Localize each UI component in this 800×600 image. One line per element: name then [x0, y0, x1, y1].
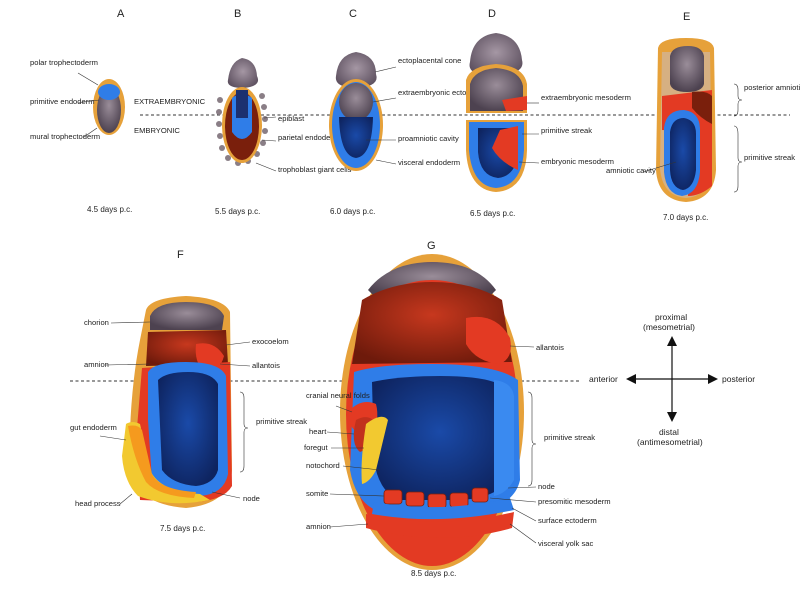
c-label-proamniotic-cavity: proamniotic cavity: [398, 134, 459, 143]
f-label-amnion: amnion: [84, 360, 109, 369]
g-label-foregut: foregut: [304, 443, 329, 452]
g-surface-ectoderm: [372, 498, 514, 520]
c-caption: 6.0 days p.c.: [330, 207, 375, 216]
panel-a: A polar trophectoderm primitive endoderm…: [30, 8, 132, 214]
compass-proximal: proximal: [655, 312, 687, 322]
panel-letter-c: C: [349, 8, 357, 20]
b-label-epiblast: epiblast: [278, 114, 305, 123]
g-label-visceral-yolk-sac: visceral yolk sac: [538, 539, 593, 548]
c-extraembryonic-ectoderm: [339, 83, 373, 121]
e-extraembryonic-ectoderm: [670, 46, 704, 92]
compass-posterior: posterior: [722, 374, 755, 384]
a-label-primitive-endoderm: primitive endoderm: [30, 97, 95, 106]
f-label-allantois: allantois: [252, 361, 280, 370]
g-label-primitive-streak: primitive streak: [544, 433, 595, 442]
compass-proximal-sub: (mesometrial): [643, 322, 695, 332]
g-embryo-body: [372, 376, 508, 500]
f-embryonic-ectoderm: [158, 372, 218, 486]
panel-letter-e: E: [683, 11, 690, 23]
panel-letter-b: B: [234, 8, 241, 20]
f-chorion: [150, 302, 224, 330]
arrow-right-icon: [708, 374, 718, 384]
b-caption: 5.5 days p.c.: [215, 207, 260, 216]
f-label-node: node: [243, 494, 260, 503]
panel-letter-d: D: [488, 8, 496, 20]
e-label-posterior-amniotic-fold: posterior amniotic fold: [744, 83, 800, 92]
g-label-amnion: amnion: [306, 522, 331, 531]
panel-c: C ectoplacental cone extraembryonic ecto…: [329, 8, 484, 216]
panel-e: E posterior amniotic fold primitive stre…: [606, 11, 800, 222]
g-posterior-streak: [494, 380, 514, 496]
c-label-visceral-endoderm: visceral endoderm: [398, 158, 460, 167]
f-label-gut-endoderm: gut endoderm: [70, 423, 117, 432]
panel-g: G allantois cranial neural folds heart f…: [304, 240, 611, 578]
g-label-heart: heart: [309, 427, 327, 436]
e-caption: 7.0 days p.c.: [663, 213, 708, 222]
g-visceral-yolk-sac: [366, 512, 514, 538]
g-label-surface-ectoderm: surface ectoderm: [538, 516, 597, 525]
arrow-down-icon: [667, 412, 677, 422]
b-ectoplacental-cone: [227, 58, 259, 88]
c-epiblast: [339, 117, 373, 158]
c-label-ectoplacental-cone: ectoplacental cone: [398, 56, 461, 65]
e-label-amniotic-cavity: amniotic cavity: [606, 166, 656, 175]
compass-distal: distal: [659, 427, 679, 437]
f-label-chorion: chorion: [84, 318, 109, 327]
g-label-notochord: notochord: [306, 461, 340, 470]
d-ectoplacental-cone: [469, 33, 523, 76]
g-label-presomitic-mesoderm: presomitic mesoderm: [538, 497, 611, 506]
a-inner-cell-mass: [98, 84, 120, 100]
d-extraembryonic-mesoderm: [502, 96, 527, 111]
g-label-node: node: [538, 482, 555, 491]
arrow-left-icon: [626, 374, 636, 384]
arrow-up-icon: [667, 336, 677, 346]
panel-f: F chorion exocoelom amnion allantois gut…: [70, 249, 307, 533]
region-label-embryonic: EMBRYONIC: [134, 126, 180, 135]
a-label-mural-trophectoderm: mural trophectoderm: [30, 132, 100, 141]
g-label-cranial-neural-folds: cranial neural folds: [306, 391, 370, 400]
d-label-embryonic-mesoderm: embryonic mesoderm: [541, 157, 614, 166]
f-caption: 7.5 days p.c.: [160, 524, 205, 533]
b-label-parietal-endoderm: parietal endoderm: [278, 133, 339, 142]
b-label-trophoblast-giant-cells: trophoblast giant cells: [278, 165, 352, 174]
d-label-extraembryonic-mesoderm: extraembryonic mesoderm: [541, 93, 631, 102]
panel-letter-a: A: [117, 8, 125, 20]
d-caption: 6.5 days p.c.: [470, 209, 515, 218]
b-extraembryonic-ectoderm: [236, 90, 248, 118]
f-label-head-process: head process: [75, 499, 121, 508]
g-caption: 8.5 days p.c.: [411, 569, 456, 578]
e-amniotic-cavity: [670, 118, 696, 190]
d-embryonic-mesoderm: [492, 126, 518, 170]
orientation-compass: proximal (mesometrial) anterior posterio…: [589, 312, 755, 447]
region-label-extraembryonic: EXTRAEMBRYONIC: [134, 97, 206, 106]
panel-b: B epiblast parietal endoderm trophoblast…: [215, 8, 352, 216]
a-label-polar-trophectoderm: polar trophectoderm: [30, 58, 98, 67]
c-ectoplacental-cone: [335, 52, 377, 88]
panel-letter-g: G: [427, 240, 436, 252]
compass-anterior: anterior: [589, 374, 618, 384]
g-ectoplacental: [368, 262, 496, 298]
g-foregut: [361, 416, 388, 484]
g-label-somite: somite: [306, 489, 328, 498]
e-posterior-amniotic-fold: [692, 91, 712, 124]
g-allantois: [466, 316, 511, 364]
panel-d: D extraembryonic mesoderm primitive stre…: [466, 8, 631, 218]
f-label-primitive-streak: primitive streak: [256, 417, 307, 426]
f-label-exocoelom: exocoelom: [252, 337, 289, 346]
g-label-allantois: allantois: [536, 343, 564, 352]
panel-letter-f: F: [177, 249, 184, 261]
compass-distal-sub: (antimesometrial): [637, 437, 703, 447]
c-label-extraembryonic-ectoderm: extraembryonic ectoderm: [398, 88, 484, 97]
b-giant-cells: [216, 93, 268, 166]
d-label-primitive-streak: primitive streak: [541, 126, 592, 135]
e-label-primitive-streak: primitive streak: [744, 153, 795, 162]
f-gut-endoderm: [122, 422, 210, 504]
a-caption: 4.5 days p.c.: [87, 205, 132, 214]
f-head-process: [128, 425, 196, 498]
